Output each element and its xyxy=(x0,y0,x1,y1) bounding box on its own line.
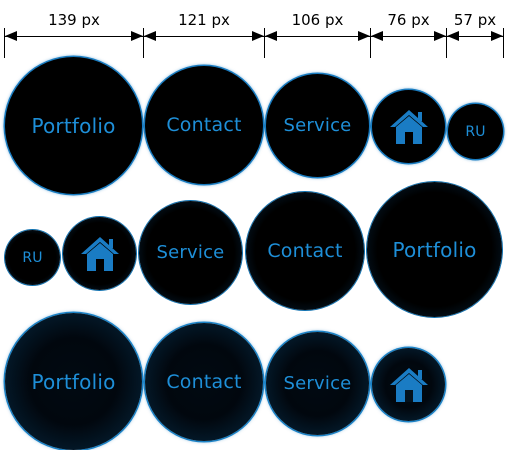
arrow-left-icon xyxy=(144,31,156,41)
arrow-right-icon xyxy=(491,31,503,41)
dimension-tick xyxy=(503,28,504,58)
contact-label: Contact xyxy=(166,114,242,136)
arrow-left-icon xyxy=(265,31,277,41)
portfolio-button[interactable]: Portfolio xyxy=(5,313,142,450)
dimension-label: 57 px xyxy=(453,11,497,29)
dimension-tick xyxy=(446,28,447,58)
portfolio-button[interactable]: Portfolio xyxy=(5,57,142,194)
contact-button[interactable]: Contact xyxy=(246,192,364,310)
dimension-57: 57 px xyxy=(446,0,504,60)
dimension-106: 106 px xyxy=(264,0,371,60)
dimension-tick xyxy=(370,28,371,58)
service-button[interactable]: Service xyxy=(139,201,242,304)
service-label: Service xyxy=(283,373,352,394)
service-button[interactable]: Service xyxy=(266,332,369,435)
dimension-139: 139 px xyxy=(4,0,144,60)
ru-label: RU xyxy=(465,123,486,140)
arrow-left-icon xyxy=(371,31,383,41)
home-button[interactable] xyxy=(372,348,445,421)
dimension-tick xyxy=(143,28,144,58)
dimension-line xyxy=(143,36,265,37)
dimension-line xyxy=(4,36,144,37)
dimension-line xyxy=(370,36,447,37)
dimension-76: 76 px xyxy=(370,0,447,60)
ru-label: RU xyxy=(22,249,43,266)
dimension-tick xyxy=(4,28,5,58)
arrow-right-icon xyxy=(131,31,143,41)
contact-label: Contact xyxy=(166,371,242,393)
dimension-label: 76 px xyxy=(387,11,430,29)
portfolio-label: Portfolio xyxy=(31,369,116,394)
ru-button[interactable]: RU xyxy=(448,104,503,159)
home-icon xyxy=(389,109,428,144)
arrow-right-icon xyxy=(252,31,264,41)
dimension-label: 139 px xyxy=(48,11,100,29)
home-button[interactable] xyxy=(63,217,136,290)
service-button[interactable]: Service xyxy=(266,74,369,177)
arrow-left-icon xyxy=(447,31,459,41)
ru-button[interactable]: RU xyxy=(5,230,60,285)
dimension-label: 106 px xyxy=(291,11,344,29)
home-button[interactable] xyxy=(372,90,445,163)
dimension-121: 121 px xyxy=(143,0,265,60)
dimension-label: 121 px xyxy=(178,11,230,29)
dimension-line xyxy=(264,36,371,37)
service-label: Service xyxy=(156,242,225,263)
home-icon xyxy=(389,367,428,402)
dimension-line xyxy=(446,36,504,37)
dimension-tick xyxy=(264,28,265,58)
portfolio-label: Portfolio xyxy=(392,237,477,262)
contact-label: Contact xyxy=(267,240,343,262)
portfolio-button[interactable]: Portfolio xyxy=(367,182,502,317)
contact-button[interactable]: Contact xyxy=(145,323,263,441)
portfolio-label: Portfolio xyxy=(31,113,116,138)
arrow-right-icon xyxy=(434,31,446,41)
service-label: Service xyxy=(283,115,352,136)
arrow-right-icon xyxy=(358,31,370,41)
arrow-left-icon xyxy=(5,31,17,41)
home-icon xyxy=(80,236,119,271)
contact-button[interactable]: Contact xyxy=(145,66,263,184)
